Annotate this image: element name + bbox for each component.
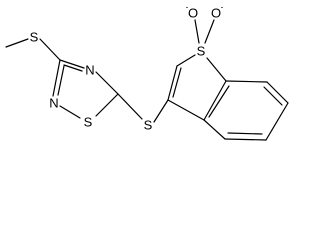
atom-o-right: O (211, 6, 221, 21)
charge-o-left: - (186, 3, 189, 12)
bond-c3a-c7a-double (208, 85, 230, 118)
bond-s1prime-o-left (194, 19, 200, 44)
bond-s1prime-c7a (206, 57, 227, 82)
bond-c5-s1 (95, 93, 119, 117)
molecule-structure: S N N S S S O - O - (5, 3, 289, 141)
bond-s1prime-o-right (204, 19, 215, 44)
bond-s1-n2 (59, 105, 81, 119)
atom-labels: S N N S S S O - O - (30, 3, 224, 133)
bond-c3a-c7a (203, 80, 227, 121)
bond-c3prime-c2prime (167, 65, 178, 101)
atom-n-ring-left: N (49, 96, 58, 111)
bond-c5-sbridge (117, 93, 143, 120)
bond-n4-c5 (95, 71, 119, 95)
bond-n2-c3-double (57, 65, 65, 96)
atom-n-ring-top: N (85, 63, 94, 78)
bond-n2-c3 (52, 59, 61, 97)
bond-c3-n4-double (63, 64, 83, 72)
bond-c7a-c7 (225, 80, 268, 83)
bond-c7-c6-double (263, 86, 283, 106)
bond-c3-n4 (59, 59, 85, 69)
atom-s-ring-bottom: S (84, 115, 93, 130)
bond-c4-c3a (203, 119, 226, 140)
bond-c3prime-c3a (167, 99, 205, 121)
bond-c3prime-c2prime-double (172, 67, 182, 98)
bond-c6-c5b (265, 102, 289, 141)
bond-s-c3 (39, 38, 61, 61)
bond-c5b-c4 (224, 138, 267, 141)
bond-c5b-c4-double (227, 132, 263, 135)
bond-lines (5, 19, 289, 141)
charge-o-right: - (221, 3, 224, 12)
atom-s-bridge: S (144, 118, 153, 133)
bond-c7-c6 (266, 81, 289, 104)
bond-c2prime-s1prime (176, 54, 196, 67)
bond-methyl-s (5, 38, 29, 48)
atom-o-left: O (188, 6, 198, 21)
atom-s-sulfone: S (197, 44, 206, 59)
atom-s-methylthio: S (30, 30, 39, 45)
bond-sbridge-c3prime (153, 99, 169, 123)
